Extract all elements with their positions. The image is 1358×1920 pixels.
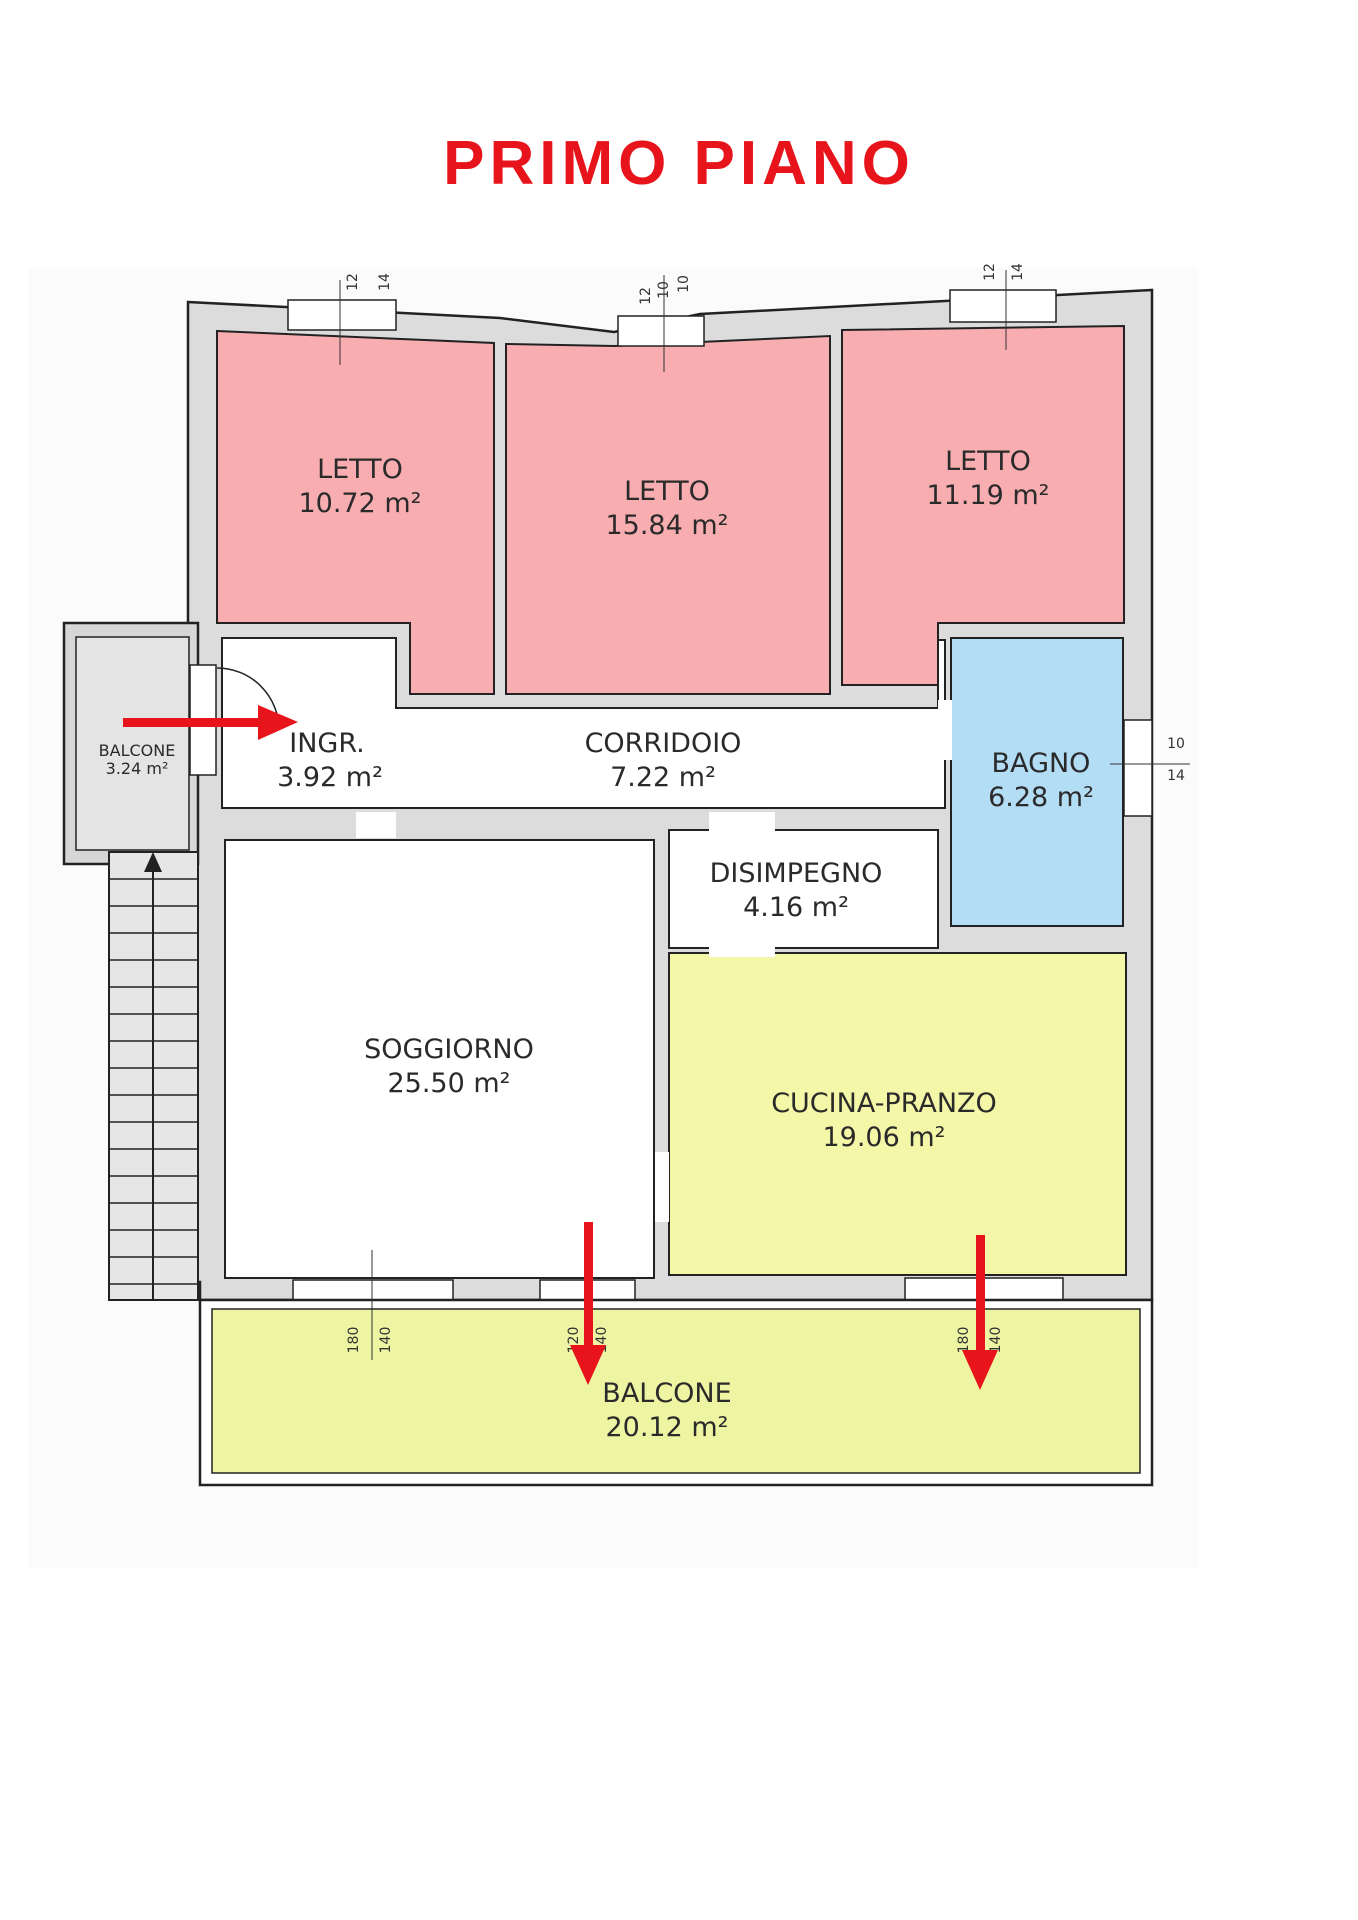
svg-text:180: 180 (346, 1327, 362, 1354)
svg-text:6.28 m²: 6.28 m² (988, 782, 1094, 813)
label-balcone-grande: BALCONE 20.12 m² (602, 1378, 731, 1443)
label-ingresso: INGR. 3.92 m² (277, 728, 383, 793)
room-letto-2 (505, 334, 831, 695)
svg-text:14: 14 (1010, 263, 1026, 281)
svg-text:14: 14 (1167, 768, 1185, 784)
svg-text:25.50 m²: 25.50 m² (387, 1068, 510, 1099)
svg-text:10: 10 (676, 275, 692, 293)
svg-text:19.06 m²: 19.06 m² (822, 1122, 945, 1153)
svg-text:SOGGIORNO: SOGGIORNO (364, 1034, 534, 1065)
svg-text:7.22 m²: 7.22 m² (610, 762, 716, 793)
svg-text:180: 180 (956, 1327, 972, 1354)
page-title: PRIMO PIANO (443, 129, 915, 198)
big-balcony (211, 1308, 1141, 1474)
stairs (108, 851, 199, 1301)
label-bagno: BAGNO 6.28 m² (988, 748, 1094, 813)
room-cucina-pranzo (668, 952, 1127, 1276)
svg-text:140: 140 (988, 1327, 1004, 1354)
door-opening (709, 812, 775, 838)
door-opening (938, 700, 952, 760)
svg-text:140: 140 (378, 1327, 394, 1354)
label-letto-2: LETTO 15.84 m² (605, 476, 728, 541)
door-opening (655, 1152, 669, 1222)
stairs-up-arrow-icon (144, 852, 162, 872)
label-soggiorno: SOGGIORNO 25.50 m² (364, 1034, 534, 1099)
svg-text:CORRIDOIO: CORRIDOIO (585, 728, 742, 759)
svg-text:12: 12 (982, 263, 998, 281)
svg-text:INGR.: INGR. (289, 728, 364, 759)
svg-text:14: 14 (377, 273, 393, 291)
windows (189, 289, 1153, 1301)
svg-text:20.12 m²: 20.12 m² (605, 1412, 728, 1443)
door-opening (709, 944, 775, 957)
exit-arrow-icon (570, 1222, 606, 1385)
small-balcony (75, 636, 190, 851)
svg-text:4.16 m²: 4.16 m² (743, 892, 849, 923)
svg-text:3.92 m²: 3.92 m² (277, 762, 383, 793)
svg-text:BAGNO: BAGNO (992, 748, 1091, 779)
label-cucina-pranzo: CUCINA-PRANZO 19.06 m² (771, 1088, 997, 1153)
label-corridoio: CORRIDOIO 7.22 m² (585, 728, 742, 793)
svg-text:BALCONE: BALCONE (99, 741, 176, 760)
dimension-labels: 180 140 120 140 180 140 10 14 12 14 12 1… (339, 263, 1190, 1360)
svg-text:LETTO: LETTO (945, 446, 1031, 477)
room-soggiorno (224, 839, 655, 1279)
room-disimpegno (668, 829, 939, 949)
svg-text:15.84 m²: 15.84 m² (605, 510, 728, 541)
entrance-arrow-icon (123, 705, 298, 740)
svg-text:CUCINA-PRANZO: CUCINA-PRANZO (771, 1088, 997, 1119)
room-letto-3 (841, 324, 1125, 686)
room-ingresso-corridoio (221, 637, 946, 809)
svg-text:12: 12 (345, 273, 361, 291)
label-balcone-piccolo: BALCONE 3.24 m² (99, 741, 176, 778)
svg-text:10.72 m²: 10.72 m² (298, 488, 421, 519)
svg-text:BALCONE: BALCONE (602, 1378, 731, 1409)
svg-text:3.24 m²: 3.24 m² (106, 759, 169, 778)
svg-text:DISIMPEGNO: DISIMPEGNO (710, 858, 883, 889)
svg-text:LETTO: LETTO (317, 454, 403, 485)
label-letto-1: LETTO 10.72 m² (298, 454, 421, 519)
svg-text:LETTO: LETTO (624, 476, 710, 507)
svg-text:11.19 m²: 11.19 m² (926, 480, 1049, 511)
svg-text:12: 12 (638, 287, 654, 305)
room-letto-1 (216, 329, 495, 695)
room-bagno (950, 637, 1124, 927)
door-opening (356, 812, 396, 838)
exit-arrow-icon (962, 1235, 998, 1390)
svg-text:10: 10 (1167, 736, 1185, 752)
label-letto-3: LETTO 11.19 m² (926, 446, 1049, 511)
label-disimpegno: DISIMPEGNO 4.16 m² (710, 858, 883, 923)
